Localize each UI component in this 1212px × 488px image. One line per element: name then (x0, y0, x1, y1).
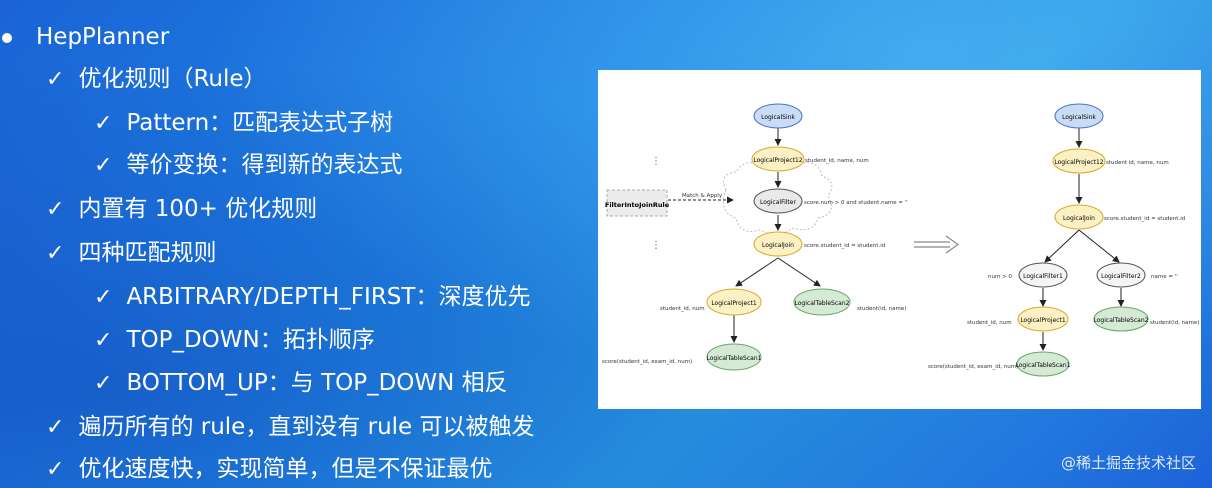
left-project-fields: student_id, name, num (805, 158, 869, 164)
bullet-line: ✓ 优化速度快，实现简单，但是不保证最优 (46, 458, 492, 481)
check-icon: ✓ (94, 370, 113, 396)
transform-arrow (914, 235, 960, 254)
plan-diagram: LogicalSink LogicalProject12 student_id,… (598, 70, 1201, 409)
bullet-line: ✓ 等价变换：得到新的表达式 (94, 154, 402, 177)
right-node-project1 (1017, 306, 1069, 332)
left-node-project1-label: LogicalProject1 (711, 300, 757, 307)
plan-diagram-svg: LogicalSink LogicalProject12 student_id,… (602, 103, 1199, 377)
left-node-project1 (706, 288, 762, 316)
check-icon: ✓ (46, 66, 65, 92)
rule-box-label: FilterIntoJoinRule (605, 201, 670, 209)
bullet-line: ✓ 遍历所有的 rule，直到没有 rule 可以被触发 (46, 416, 535, 439)
ellipsis-dots: ⋮ (651, 240, 661, 251)
check-icon: ✓ (94, 110, 113, 136)
left-node-filter-label: LogicalFilter (760, 199, 796, 206)
rule-action-label: Match & Apply (682, 193, 723, 199)
bullet-line: ✓ 内置有 100+ 优化规则 (46, 198, 317, 221)
left-node-filter (753, 188, 803, 214)
right-filter2-cond: name = '' (1151, 274, 1178, 280)
right-node-scan1 (1016, 351, 1070, 377)
right-join-cond: score.student_id = student.id (1104, 216, 1185, 222)
left-filter-cond: score.num > 0 and student.name = '' (804, 200, 908, 206)
left-node-sink (753, 103, 803, 129)
right-node-project1-label: LogicalProject1 (1020, 317, 1066, 324)
bullet-text: BOTTOM_UP：与 TOP_DOWN 相反 (126, 370, 508, 396)
left-node-scan2 (793, 288, 851, 316)
right-scan2-fields: student(id, name) (1150, 320, 1199, 326)
right-node-sink-label: LogicalSink (1062, 114, 1096, 121)
check-icon: ✓ (94, 327, 113, 353)
bullet-text: 等价变换：得到新的表达式 (126, 152, 403, 178)
left-join-cond: score.student_id = student.id (804, 243, 885, 249)
right-node-join (1054, 204, 1104, 230)
left-node-join-label: LogicalJoin (762, 242, 794, 249)
bullet-dot-icon (2, 32, 12, 43)
check-icon: ✓ (46, 456, 65, 482)
bullet-line: ✓ Pattern：匹配表达式子树 (94, 112, 393, 135)
bullet-text: 四种匹配规则 (78, 240, 217, 266)
bullet-line: HepPlanner (2, 26, 169, 49)
right-node-project-label: LogicalProject12 (1054, 159, 1103, 166)
rule-box (606, 189, 668, 217)
check-icon: ✓ (46, 196, 65, 222)
bullet-line: ✓ TOP_DOWN：拓扑顺序 (94, 329, 375, 352)
left-node-scan1-label: LogicalTableScan1 (707, 355, 762, 362)
bullet-text: 遍历所有的 rule，直到没有 rule 可以被触发 (78, 414, 535, 440)
right-node-join-label: LogicalJoin (1063, 215, 1095, 222)
check-icon: ✓ (46, 240, 65, 266)
bullet-text: HepPlanner (36, 24, 170, 50)
left-node-sink-label: LogicalSink (761, 114, 795, 121)
check-icon: ✓ (94, 152, 113, 178)
left-node-project-label: LogicalProject12 (753, 157, 802, 164)
bullet-line: ✓ ARBITRARY/DEPTH_FIRST：深度优先 (94, 286, 530, 309)
bullet-line: ✓ 四种匹配规则 (46, 242, 216, 265)
right-node-scan2 (1093, 306, 1149, 332)
left-node-project (751, 146, 805, 172)
left-scan2-fields: student(id, name) (857, 306, 906, 312)
bullet-text: TOP_DOWN：拓扑顺序 (126, 327, 375, 353)
right-node-filter1 (1018, 262, 1068, 288)
left-project1-fields: student_id, num (660, 306, 705, 312)
bullet-line: ✓ 优化规则（Rule） (46, 68, 267, 91)
right-node-scan1-label: LogicalTableScan1 (1016, 362, 1071, 369)
watermark: @稀土掘金技术社区 (1060, 454, 1196, 472)
right-project-fields: student id, name, num (1106, 160, 1169, 166)
bullet-text: 优化规则（Rule） (78, 66, 267, 92)
bullet-text: Pattern：匹配表达式子树 (126, 110, 394, 136)
left-scan1-fields: score(student_id, exam_id, num) (602, 359, 692, 365)
right-node-scan2-label: LogicalTableScan2 (1094, 317, 1149, 324)
check-icon: ✓ (94, 284, 113, 310)
match-region-cloud (723, 157, 833, 235)
bullet-text: 优化速度快，实现简单，但是不保证最优 (78, 456, 493, 482)
right-scan1-fields: score(student_id, exam_id, num) (928, 364, 1018, 370)
bullet-line: ✓ BOTTOM_UP：与 TOP_DOWN 相反 (94, 372, 508, 395)
check-icon: ✓ (46, 414, 65, 440)
right-tree-edges (1039, 128, 1125, 351)
right-filter1-cond: num > 0 (988, 274, 1012, 280)
bullet-text: ARBITRARY/DEPTH_FIRST：深度优先 (126, 284, 531, 310)
left-node-join (753, 231, 803, 257)
left-node-scan2-label: LogicalTableScan2 (795, 300, 850, 307)
left-tree-edges (668, 128, 821, 343)
left-node-scan1 (706, 343, 762, 371)
right-project1-fields: student_id, num (967, 320, 1012, 326)
right-node-filter2 (1096, 262, 1146, 288)
ellipsis-dots: ⋮ (651, 156, 661, 167)
right-node-project (1052, 148, 1106, 174)
bullet-list: HepPlanner ✓优化规则（Rule） ✓Pattern：匹配表达式子树 … (0, 0, 600, 488)
right-node-sink (1054, 103, 1104, 129)
right-node-filter1-label: LogicalFilter1 (1023, 273, 1063, 280)
bullet-text: 内置有 100+ 优化规则 (78, 196, 318, 222)
right-node-filter2-label: LogicalFilter2 (1101, 273, 1141, 280)
